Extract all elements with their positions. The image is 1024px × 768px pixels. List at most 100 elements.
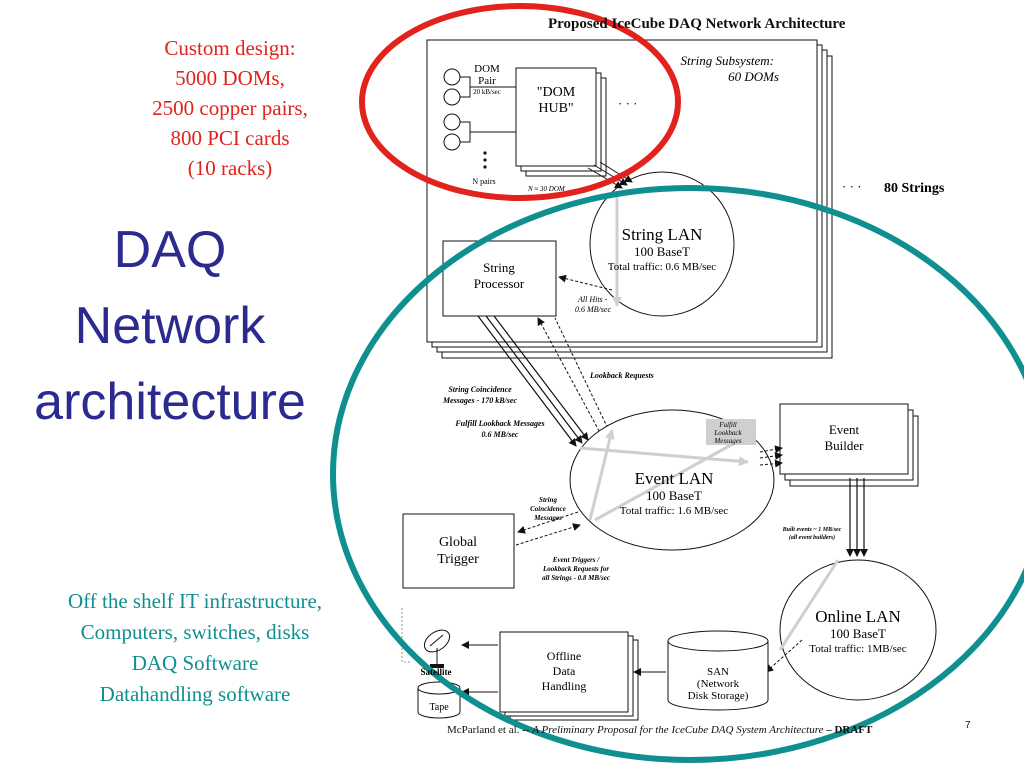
- string-lan-node: [589, 171, 735, 317]
- dom-pair-wire: [460, 121, 520, 143]
- san-cylinder: [667, 641, 769, 711]
- custom-design-line: 2500 copper pairs,: [152, 96, 308, 120]
- fulfill-lookback-small: Fulfill: [718, 421, 737, 429]
- event-lan-path: [588, 429, 615, 521]
- event-triggers-label: Lookback Requests for: [542, 565, 609, 573]
- coincidence-arrow: [477, 315, 577, 447]
- event-lan-name: Event LAN: [635, 469, 714, 488]
- event-lan-path: [594, 438, 741, 522]
- coincidence-small-label: Messages: [533, 514, 562, 522]
- custom-design-highlight: [359, 3, 681, 201]
- dot-icon: [483, 158, 487, 162]
- string-lan-speed: 100 BaseT: [634, 244, 690, 259]
- all-hits-label: All Hits -: [577, 295, 608, 304]
- offline-label: Handling: [542, 679, 587, 693]
- slide-title-line: architecture: [34, 373, 306, 431]
- online-lan-node: [779, 559, 937, 701]
- global-trigger-box: [402, 513, 515, 589]
- string-lan-name: String LAN: [622, 225, 703, 244]
- coincidence-to-trigger-arrow: [517, 511, 579, 534]
- trigger-to-lan-arrow: [515, 523, 581, 546]
- event-lan-traffic: Total traffic: 1.6 MB/sec: [620, 505, 729, 517]
- event-builder-label: Event: [829, 422, 860, 437]
- san-cylinder-top: [667, 630, 769, 652]
- infrastructure-line: DAQ Software: [131, 651, 259, 675]
- string-coincidence-msg-label: String Coincidence: [448, 385, 512, 394]
- slide-title: DAQ Network architecture: [0, 212, 340, 440]
- hub-to-lan-arrow: [587, 167, 623, 189]
- tape-label: Tape: [429, 702, 449, 713]
- built-events-label: (all event builders): [789, 534, 835, 541]
- string-processor-label: String: [483, 260, 515, 275]
- dom-pair-label: DOM: [474, 63, 500, 75]
- off-the-shelf-highlight: [330, 185, 1024, 763]
- string-coincidence-msg-label: Messages - 170 kB/sec: [442, 396, 517, 405]
- footer-authors: McParland et al. --: [447, 724, 533, 736]
- event-builder-dashed-arrow: [759, 445, 783, 454]
- dom-hub-box: [515, 67, 597, 167]
- string-subsystem-label: String Subsystem:: [680, 53, 774, 68]
- built-events-label: Built events ~ 1 MB/sec: [782, 527, 842, 533]
- satellite-label: Satellite: [421, 667, 452, 677]
- footer-title: A Preliminary Proposal for the IceCube D…: [532, 724, 824, 736]
- coincidence-arrow: [485, 315, 583, 444]
- offline-label: Data: [553, 664, 576, 678]
- global-trigger-label: Trigger: [437, 552, 479, 567]
- event-lan-speed: 100 BaseT: [646, 488, 702, 503]
- fulfill-lookback-small: Lookback: [713, 429, 742, 437]
- all-hits-label: 0.6 MB/sec: [575, 305, 611, 314]
- custom-design-note: Custom design: 5000 DOMs, 2500 copper pa…: [60, 33, 400, 183]
- dom-circle: [443, 68, 461, 86]
- dom-pair-wire: [460, 76, 520, 98]
- lookback-requests-label: Lookback Requests: [589, 371, 654, 380]
- dot-icon: [483, 151, 487, 155]
- offline-box: [499, 631, 629, 713]
- offline-label: Offline: [547, 649, 581, 663]
- all-hits-arrow: [558, 274, 613, 291]
- online-lan-traffic: Total traffic: 1MB/sec: [809, 643, 907, 655]
- event-builder-label: Builder: [825, 438, 865, 453]
- dom-hub-label: "DOM: [537, 85, 576, 100]
- custom-design-line: 5000 DOMs,: [175, 66, 285, 90]
- lookback-request-arrow: [537, 317, 605, 441]
- n-pairs-label: N pairs: [472, 177, 495, 186]
- online-to-san-arrow: [765, 639, 803, 673]
- string-processor-label: Processor: [474, 276, 525, 291]
- event-builder-dashed-arrow: [759, 451, 783, 460]
- infrastructure-line: Off the shelf IT infrastructure,: [67, 589, 323, 613]
- hub-to-lan-arrow: [599, 161, 633, 183]
- global-trigger-label: Global: [439, 535, 477, 550]
- slide-title-line: DAQ: [113, 221, 227, 279]
- coincidence-small-label: Coincidence: [530, 505, 566, 513]
- satellite-dish-icon: [401, 608, 451, 668]
- dom-pair-rate: 20 kB/sec: [473, 88, 501, 96]
- lookback-request-line: [554, 317, 613, 438]
- infrastructure-note: Off the shelf IT infrastructure, Compute…: [10, 586, 380, 710]
- san-label: SAN: [707, 666, 729, 678]
- infrastructure-line: Computers, switches, disks: [80, 620, 310, 644]
- dom-circle: [443, 133, 461, 151]
- fulfill-lookback-msg-label: Fulfill Lookback Messages: [454, 419, 544, 428]
- san-label: Disk Storage): [688, 690, 749, 702]
- infrastructure-line: Datahandling software: [99, 682, 291, 706]
- dot-icon: [483, 165, 487, 169]
- dom-circle: [443, 113, 461, 131]
- hub-to-lan-arrow: [593, 164, 628, 186]
- hub-ellipsis: · · ·: [618, 96, 638, 111]
- dom-pair-label: Pair: [478, 75, 496, 87]
- event-builder-box: [779, 403, 909, 475]
- page-number: 7: [965, 720, 971, 731]
- online-lan-path: [778, 559, 840, 651]
- strings-ellipsis: · · ·: [842, 179, 862, 194]
- string-subsystem-label: 60 DOMs: [728, 69, 779, 84]
- footer-citation: McParland et al. -- A Preliminary Propos…: [447, 724, 872, 736]
- strings-count: 80 Strings: [884, 181, 945, 196]
- event-triggers-label: all Strings - 0.8 MB/sec: [542, 574, 610, 582]
- fulfill-lookback-small: Messages: [713, 437, 741, 445]
- event-triggers-label: Event Triggers /: [552, 556, 600, 564]
- footer-draft: – DRAFT: [823, 724, 873, 736]
- slide-title-line: Network: [74, 297, 266, 355]
- online-lan-speed: 100 BaseT: [830, 626, 886, 641]
- custom-design-line: Custom design:: [164, 36, 296, 60]
